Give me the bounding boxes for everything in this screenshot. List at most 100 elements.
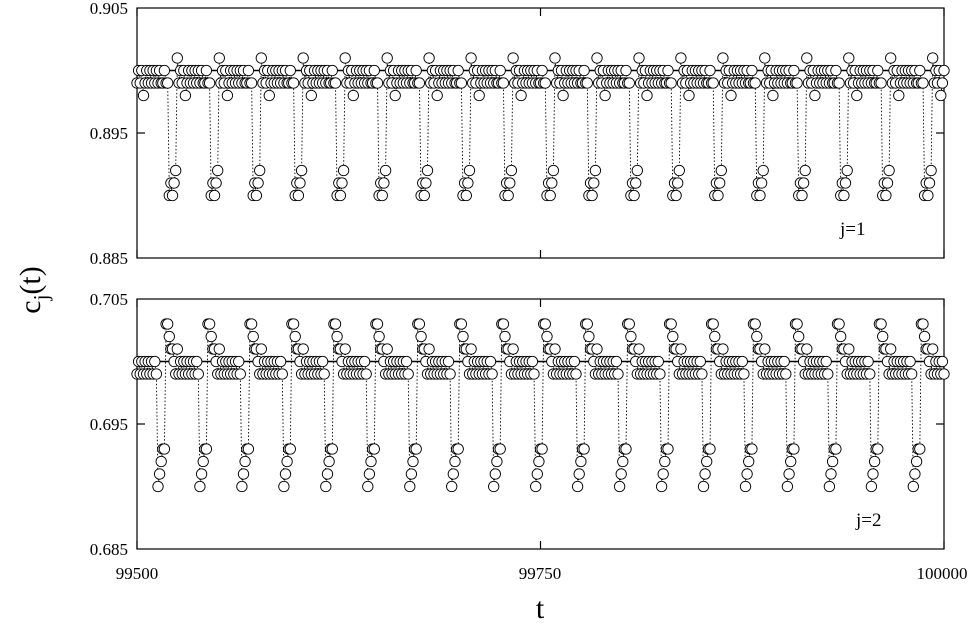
bottom-data-point [914, 443, 926, 455]
top-data-point [250, 189, 263, 202]
top-data-point [168, 177, 180, 189]
top-data-point [166, 189, 179, 202]
top-data-point [473, 89, 485, 102]
bottom-data-point [152, 480, 164, 493]
top-data-point [504, 177, 516, 189]
bottom-data-point [533, 455, 545, 468]
bottom-data-point [278, 480, 290, 493]
bottom-data-point [329, 318, 342, 330]
top-data-point [549, 52, 561, 64]
top-data-point [630, 177, 642, 189]
top-data-point [673, 164, 685, 177]
y-axis-title: cj(t) [14, 266, 53, 314]
bottom-data-point [541, 330, 553, 343]
bottom-data-point [568, 355, 581, 368]
top-data-point [725, 89, 737, 102]
bottom-data-point [163, 330, 175, 343]
top-data-point [170, 164, 182, 177]
top-data-point [662, 64, 674, 77]
bottom-data-point [833, 318, 845, 330]
bottom-data-point [701, 455, 713, 468]
bottom-data-point [205, 330, 217, 343]
bottom-data-point [872, 443, 884, 455]
bottom-data-point [620, 443, 632, 455]
top-data-point [505, 164, 518, 177]
top-data-point [767, 89, 779, 102]
bottom-data-point [581, 318, 593, 330]
top-data-point [539, 77, 551, 89]
bottom-data-point [162, 318, 174, 330]
top-data-point [212, 164, 224, 177]
bottom-ytick-1: 0.695 [90, 415, 128, 434]
bottom-panel-label: j=2 [855, 510, 882, 531]
top-data-point [381, 52, 393, 64]
top-data-point [707, 77, 719, 89]
top-panel-frame [136, 7, 945, 259]
top-data-point [294, 177, 306, 189]
bottom-data-point [826, 455, 839, 468]
top-data-point [418, 189, 430, 202]
top-data-point [263, 89, 275, 102]
bottom-data-point [875, 318, 887, 330]
bottom-data-point [659, 455, 671, 468]
bottom-data-point [255, 343, 267, 355]
top-data-point [162, 77, 174, 89]
bottom-data-point [407, 455, 419, 468]
bottom-data-point [326, 443, 338, 455]
bottom-data-point [213, 343, 225, 355]
bottom-data-point [793, 330, 805, 343]
top-data-point [938, 64, 950, 77]
bottom-ytick-0: 0.705 [90, 290, 128, 309]
bottom-data-point [423, 343, 435, 355]
top-data-point [591, 52, 603, 64]
bottom-data-point [507, 343, 519, 355]
bottom-data-point [675, 343, 687, 355]
bottom-data-point [153, 468, 166, 480]
top-data-point [252, 177, 264, 189]
bottom-data-point [571, 480, 584, 493]
bottom-data-point [284, 443, 296, 455]
top-data-point [208, 189, 221, 202]
top-data-point [875, 77, 887, 89]
bottom-data-point [778, 355, 790, 368]
top-data-point [683, 89, 695, 102]
top-data-point [431, 89, 443, 102]
svg-text:cj(t): cj(t) [14, 266, 53, 314]
bottom-data-point [457, 330, 469, 343]
top-ytick-1: 0.895 [90, 124, 128, 143]
bottom-data-point [868, 455, 881, 468]
bottom-data-point [736, 355, 748, 368]
top-data-point [599, 89, 611, 102]
bottom-data-point [613, 480, 626, 493]
top-data-point [893, 89, 905, 102]
bottom-data-point [877, 330, 889, 343]
bottom-data-point [365, 455, 377, 468]
top-data-point [704, 64, 716, 77]
top-data-point [797, 177, 810, 189]
top-data-point [420, 177, 432, 189]
bottom-data-point [358, 355, 371, 368]
bottom-data-point [484, 355, 497, 368]
bottom-data-point [149, 355, 161, 368]
top-data-point [801, 52, 813, 64]
top-data-point [497, 77, 510, 89]
bottom-data-point [655, 480, 668, 493]
top-data-point [717, 52, 729, 64]
top-data-point [880, 189, 892, 202]
top-data-point [368, 64, 380, 77]
top-data-point [712, 189, 724, 202]
bottom-data-point [413, 318, 426, 330]
bottom-data-point [447, 468, 459, 480]
top-data-point [462, 177, 474, 189]
top-data-point [242, 64, 255, 77]
bottom-data-point [339, 343, 351, 355]
bottom-data-point [573, 468, 585, 480]
bottom-data-point [247, 330, 259, 343]
top-data-point [830, 64, 842, 77]
bottom-data-point [415, 330, 427, 343]
bottom-data-point [781, 480, 794, 493]
bottom-data-point [442, 355, 455, 368]
top-data-point [833, 77, 845, 89]
bottom-data-point [486, 368, 498, 380]
bottom-data-point [549, 343, 561, 355]
